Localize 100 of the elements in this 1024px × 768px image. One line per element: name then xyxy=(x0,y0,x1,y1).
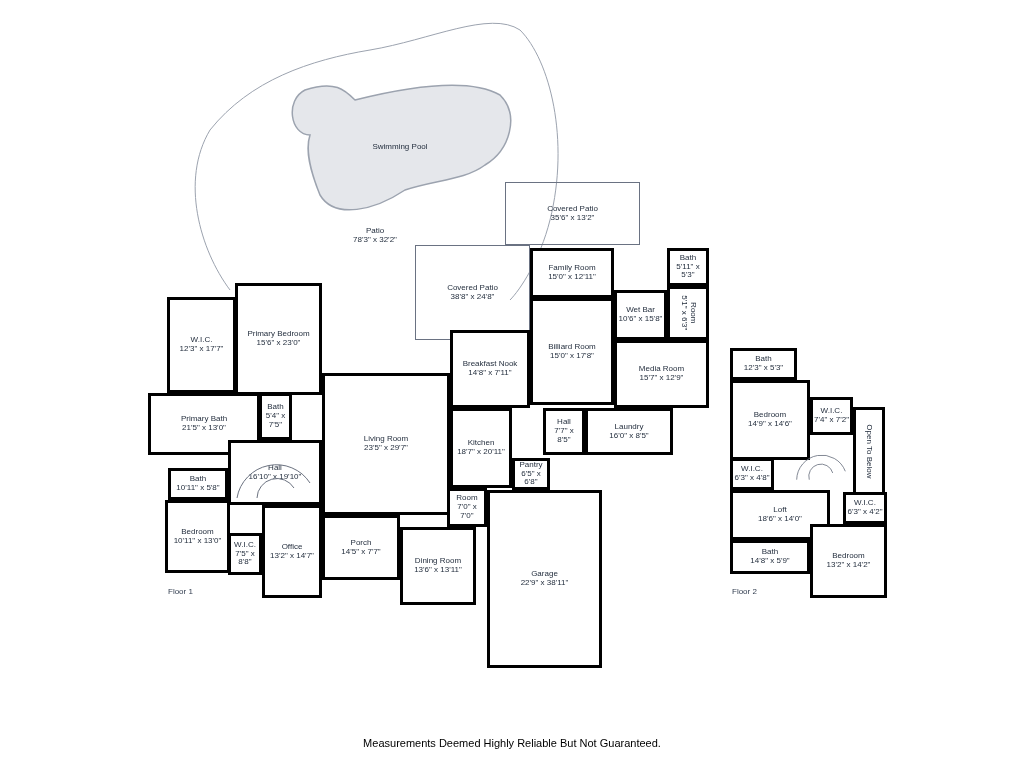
room xyxy=(585,408,673,455)
room xyxy=(228,533,262,575)
room-dimensions: 14'5" x 7'7" xyxy=(341,547,381,557)
room xyxy=(450,330,530,408)
room-name: Garage xyxy=(531,570,558,579)
room-name: Office xyxy=(281,542,303,552)
room xyxy=(730,540,810,574)
room xyxy=(400,527,476,605)
room-name: Bedroom xyxy=(753,411,787,420)
room xyxy=(512,458,550,490)
room-dimensions: 21'5" x 13'0" xyxy=(182,424,226,433)
room-dimensions: 6'3" x 4'8" xyxy=(734,474,770,483)
room-name: Swimming Pool xyxy=(372,143,428,152)
room-dimensions: 14'8" x 7'11" xyxy=(468,369,512,378)
room-dimensions: 12'3" x 17'7" xyxy=(179,345,224,354)
room-name: Family Room xyxy=(548,264,596,273)
room-name: Billiard Room xyxy=(548,342,596,352)
room xyxy=(614,290,667,340)
room xyxy=(667,286,709,340)
room-name: Bath xyxy=(267,403,284,413)
room-dimensions: 16'0" x 8'5" xyxy=(609,431,649,441)
room-name: Open To Below xyxy=(864,423,874,479)
caption: Measurements Deemed Highly Reliable But Not Guaranteed. xyxy=(363,736,661,751)
room-dimensions: 6'3" x 4'2" xyxy=(847,508,883,517)
room-name: Bedroom xyxy=(181,527,214,537)
room-dimensions: 15'7" x 12'9" xyxy=(639,374,684,383)
room-dimensions: 15'6" x 23'0" xyxy=(256,339,301,348)
room-name: Room xyxy=(456,494,478,504)
room-dimensions: 10'6" x 15'8" xyxy=(618,315,663,324)
room xyxy=(235,283,322,395)
room xyxy=(730,458,774,490)
room xyxy=(168,468,228,500)
room-dimensions: 7'0" x 7'0" xyxy=(456,503,478,521)
room-name: Primary Bedroom xyxy=(247,330,310,339)
room-name: Laundry xyxy=(614,422,644,431)
room-dimensions: 13'6" x 13'11" xyxy=(414,566,462,575)
room-name: Kitchen xyxy=(467,439,495,448)
room-name: Bath xyxy=(761,548,779,557)
room-name: Bath xyxy=(189,475,207,484)
room xyxy=(843,492,887,524)
room-dimensions: 16'10" x 19'10" xyxy=(248,472,302,482)
room-dimensions: 35'6" x 13'2" xyxy=(550,213,595,223)
room xyxy=(167,297,236,393)
room-name: Covered Patio xyxy=(447,283,498,293)
room-dimensions: 5'4" x 7'5" xyxy=(264,412,287,430)
room-name: Hall xyxy=(268,463,282,473)
room-dimensions: 5'11" x 5'3" xyxy=(675,262,701,281)
room xyxy=(730,490,830,540)
room-dimensions: 38'8" x 24'8" xyxy=(450,292,495,302)
room xyxy=(148,393,260,455)
room-dimensions: 23'5" x 29'7" xyxy=(364,444,408,453)
room-name: W.I.C. xyxy=(854,499,876,508)
room-name: Breakfast Nook xyxy=(462,360,518,369)
room-dimensions: 13'2" x 14'2" xyxy=(826,561,871,570)
room-name: W.I.C. xyxy=(741,465,763,474)
room-dimensions: 7'5" x 8'8" xyxy=(234,549,256,568)
room xyxy=(450,408,512,488)
room-dimensions: 15'0" x 17'8" xyxy=(550,351,594,361)
room-dimensions: 78'3" x 32'2" xyxy=(353,236,397,245)
room-dimensions: 6'5" x 6'8" xyxy=(521,469,541,488)
room-name: Covered Patio xyxy=(547,204,598,214)
room xyxy=(667,248,709,286)
room xyxy=(487,490,602,668)
room xyxy=(543,408,585,455)
room-name: Room xyxy=(688,302,697,324)
room-name: W.I.C. xyxy=(820,407,843,416)
room-name: Primary Bath xyxy=(180,415,228,424)
floor-label: Floor 1 xyxy=(168,586,193,598)
room-name: Loft xyxy=(773,506,787,515)
room-dimensions: 13'2" x 14'7" xyxy=(270,551,314,561)
room-name: W.I.C. xyxy=(234,540,256,550)
room xyxy=(262,505,322,598)
room xyxy=(259,393,292,440)
room-dimensions: 14'8" x 5'9" xyxy=(750,557,790,566)
room xyxy=(730,348,797,380)
room xyxy=(447,488,487,527)
room-dimensions: 10'11" x 5'8" xyxy=(176,484,220,493)
room xyxy=(614,340,709,408)
room xyxy=(730,380,810,460)
room xyxy=(530,298,614,405)
room-dimensions: 10'11" x 13'0" xyxy=(173,536,222,546)
room-name: W.I.C. xyxy=(190,336,213,345)
room-name: Media Room xyxy=(638,365,685,374)
room xyxy=(322,515,400,580)
room-dimensions: 7'4" x 7'2" xyxy=(814,416,849,425)
room-name: Wet Bar xyxy=(626,306,655,315)
room xyxy=(165,500,230,573)
covered-patio-area xyxy=(505,182,640,245)
room-dimensions: 15'0" x 12'11" xyxy=(548,273,596,282)
room-name: Bath xyxy=(679,253,697,263)
room-name: Bedroom xyxy=(832,552,865,561)
room xyxy=(853,407,885,495)
room-name: Patio xyxy=(365,227,385,237)
room-dimensions: 18'7" x 20'11" xyxy=(457,448,505,457)
room-name: Bath xyxy=(755,355,772,364)
room-dimensions: 22'9" x 38'11" xyxy=(520,579,569,588)
room-dimensions: 7'7" x 8'5" xyxy=(553,427,575,445)
room-name: Porch xyxy=(350,538,372,548)
room-name: Living Room xyxy=(363,435,409,444)
room-name: Pantry xyxy=(519,460,543,470)
